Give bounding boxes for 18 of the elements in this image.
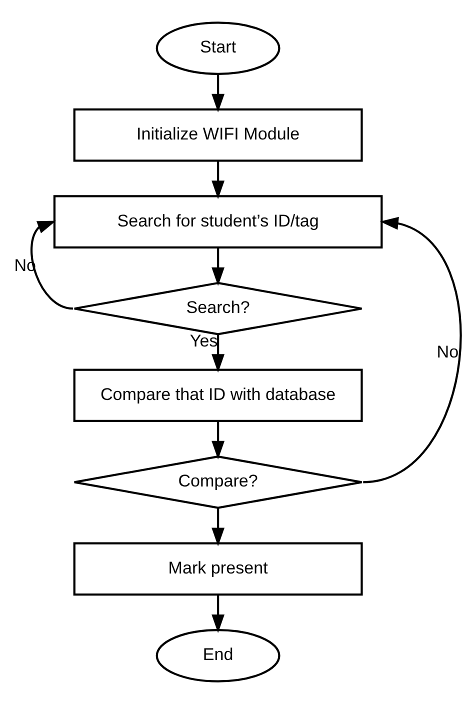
- node-box: Mark present: [73, 542, 363, 596]
- arrow: [362, 216, 462, 484]
- arrow: [212, 74, 225, 112]
- node-box: Search for student’s ID/tag: [53, 195, 383, 249]
- node-box: Initialize WIFI Module: [73, 108, 363, 162]
- node-box: Compare that ID with database: [73, 368, 363, 422]
- arrow: [212, 160, 225, 200]
- arrow: [212, 508, 225, 546]
- node-diamond: Compare?: [73, 455, 363, 509]
- node-ellipse: Start: [156, 22, 280, 75]
- arrow: [212, 421, 225, 460]
- edge-label: No: [436, 342, 459, 362]
- node-diamond: Search?: [73, 282, 363, 336]
- arrow: [212, 594, 225, 633]
- arrow: [212, 248, 225, 286]
- arrow: [30, 220, 74, 310]
- arrow: [212, 334, 225, 373]
- node-ellipse: End: [156, 629, 280, 682]
